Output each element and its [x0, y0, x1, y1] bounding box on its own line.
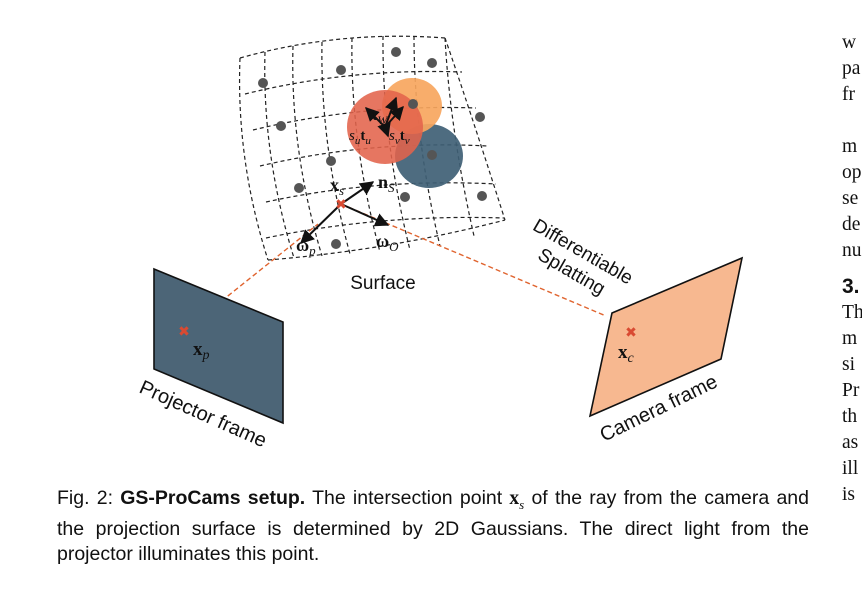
rc-line: Th	[842, 302, 862, 323]
rc-line: as	[842, 432, 859, 453]
point-vectors	[299, 181, 390, 244]
caption-math: xs	[509, 488, 525, 512]
figure-caption: Fig. 2: GS-ProCams setup. The intersecti…	[57, 486, 809, 567]
gs-procams-figure: tW sutu svtv ✖ xs nS ωp ωO Surface Diffe…	[136, 35, 744, 452]
rc-line: Pr	[842, 380, 860, 401]
tw-label: tW	[372, 107, 388, 127]
rc-line	[842, 108, 862, 134]
projector-marker: ✖	[178, 324, 190, 340]
caption-part1: The intersection point	[305, 487, 510, 509]
splatting-label: Differentiable Splatting	[529, 215, 636, 299]
xs-label: xs	[330, 175, 344, 198]
omega-p-label: ωp	[296, 235, 316, 258]
camera-frame	[588, 256, 744, 418]
rc-heading: 3.	[842, 275, 860, 298]
surface-points	[258, 47, 487, 249]
camera-marker: ✖	[625, 325, 637, 341]
rc-line: m	[842, 328, 858, 349]
rc-line: nu	[842, 240, 862, 261]
rc-line: is	[842, 484, 856, 505]
rc-line: ill	[842, 458, 859, 479]
surface-mesh	[238, 35, 506, 261]
rc-line: m	[842, 136, 858, 157]
sv-tv-label: svtv	[389, 128, 410, 147]
xp-label: xp	[193, 339, 210, 363]
tangent-vectors	[365, 96, 404, 138]
surface-label: Surface	[350, 273, 415, 294]
rc-line: fr	[842, 84, 855, 105]
projector-frame	[153, 267, 284, 425]
omega-o-label: ωO	[376, 231, 399, 254]
rc-line: pa	[842, 58, 861, 79]
intersection-marker: ✖	[335, 197, 347, 213]
su-tu-label: sutu	[349, 128, 371, 147]
rc-line: se	[842, 188, 859, 209]
ns-label: nS	[378, 172, 395, 195]
caption-prefix: Fig. 2:	[57, 487, 121, 509]
right-column-text: w pa fr m op se de nu 3. Th m si Pr th a…	[842, 30, 862, 508]
caption-part2: of the ray from the camera and the proje…	[57, 487, 809, 565]
rc-line: si	[842, 354, 856, 375]
rc-line: th	[842, 406, 858, 427]
rc-line: w	[842, 32, 857, 53]
caption-title: GS-ProCams setup.	[120, 487, 306, 509]
rc-line: op	[842, 162, 862, 183]
rc-line: de	[842, 214, 861, 235]
xc-label: xc	[618, 342, 635, 366]
